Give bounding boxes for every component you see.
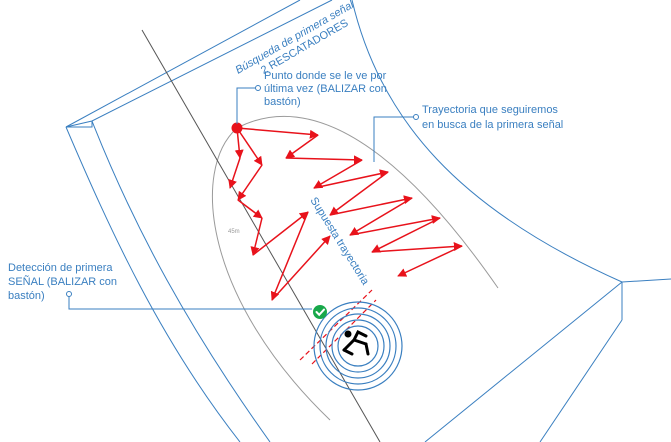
last-seen-point bbox=[231, 122, 243, 134]
trajectory-label: Trayectoria que seguiremos en busca de l… bbox=[422, 104, 563, 131]
width-hint-label: 45m bbox=[228, 229, 240, 235]
leader-lines bbox=[68, 87, 414, 310]
search-corridor bbox=[211, 115, 499, 421]
leader-dots bbox=[66, 85, 419, 297]
search-zigzag bbox=[228, 127, 463, 301]
check-icon bbox=[313, 305, 327, 319]
detection-label: Detección de primera SEÑAL (BALIZAR con … bbox=[8, 262, 120, 302]
avalanche-victim-icon bbox=[342, 329, 370, 356]
signal-circles bbox=[313, 301, 403, 391]
title-line1: Búsqueda de primera señal bbox=[234, 0, 357, 77]
slope-outline bbox=[65, 0, 671, 442]
last-seen-label: Punto donde se le ve por última vez (BAL… bbox=[264, 70, 390, 108]
